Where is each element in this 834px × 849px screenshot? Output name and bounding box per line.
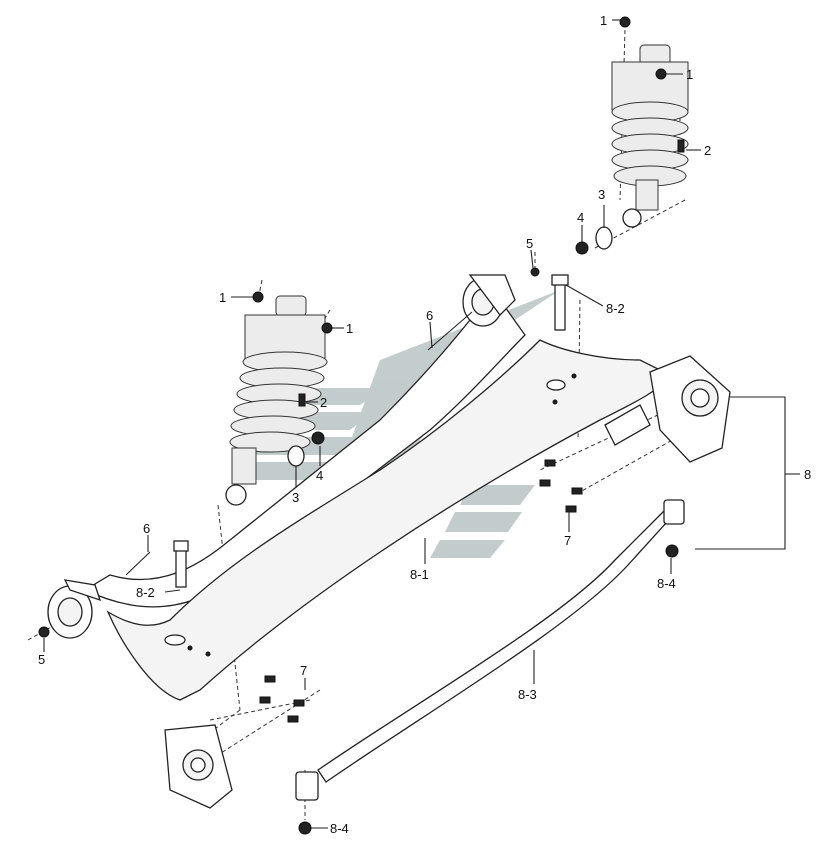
callout-1-left-shock: 1 (346, 321, 353, 336)
left-bushing (47, 579, 102, 639)
bolts (125, 274, 583, 723)
right-wheel-hub (604, 355, 731, 463)
callout-2-right: 2 (704, 143, 711, 158)
leader-lines (43, 19, 800, 829)
callout-8-2-right: 8-2 (606, 301, 625, 316)
left-shock-absorber (225, 295, 328, 506)
callout-1-left: 1 (219, 290, 226, 305)
callout-8-2-left: 8-2 (136, 585, 155, 600)
callout-7-right: 7 (564, 533, 571, 548)
callout-8-1: 8-1 (410, 567, 429, 582)
callout-8-3: 8-3 (518, 687, 537, 702)
callout-labels: 1 1 1 1 2 2 3 3 4 4 5 5 6 6 7 7 8 8-1 8-… (38, 13, 811, 836)
callout-4-right: 4 (577, 210, 584, 225)
callout-1-top: 1 (600, 13, 607, 28)
callout-6-right: 6 (426, 308, 433, 323)
callout-3-right: 3 (598, 187, 605, 202)
callout-8: 8 (804, 467, 811, 482)
callout-4-left: 4 (316, 468, 323, 483)
right-shock-absorber (611, 44, 689, 228)
callout-7-left: 7 (300, 663, 307, 678)
callout-8-4-left: 8-4 (330, 821, 349, 836)
callout-1-right-shock: 1 (686, 67, 693, 82)
right-bushing (462, 274, 516, 327)
callout-5-left: 5 (38, 652, 45, 667)
callout-5-right: 5 (526, 236, 533, 251)
callout-2-left: 2 (320, 395, 327, 410)
nuts-and-washers (38, 16, 685, 835)
left-wheel-hub (164, 724, 233, 809)
callout-8-4-right: 8-4 (657, 576, 676, 591)
panhard-rod (295, 499, 685, 801)
callout-3-left: 3 (292, 490, 299, 505)
callout-6-left: 6 (143, 521, 150, 536)
